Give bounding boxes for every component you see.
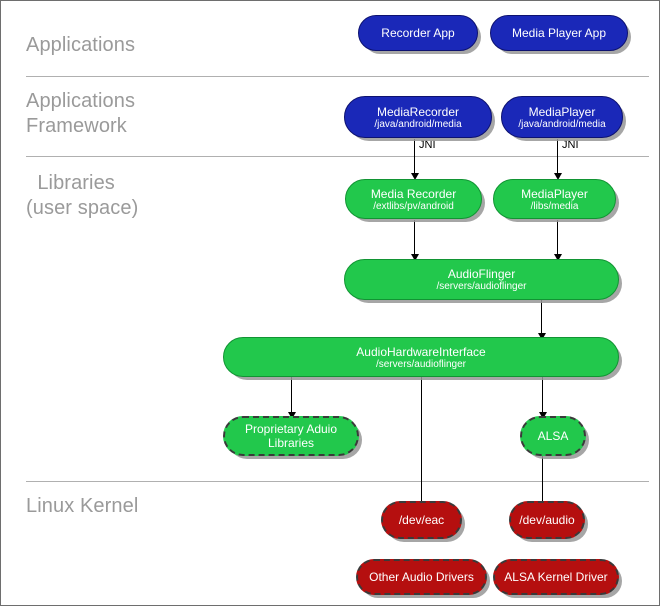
node-alsa-title: ALSA (537, 429, 569, 443)
node-media-recorder-lib[interactable]: Media Recorder /extlibs/pv/android (345, 179, 482, 219)
node-proprietary-audio-libs[interactable]: Proprietary Aduio Libraries (223, 416, 359, 456)
node-mediaplayer-lib[interactable]: MediaPlayer /libs/media (493, 179, 616, 219)
arrowhead-media-recorder-lib (411, 173, 419, 180)
node-audioflinger[interactable]: AudioFlinger /servers/audioflinger (344, 259, 619, 300)
node-dev-eac-title: /dev/eac (398, 513, 445, 527)
node-alsa-kernel-driver-title: ALSA Kernel Driver (504, 570, 608, 584)
arrowhead-mediaplayer-lib (554, 173, 562, 180)
connector-ahi-to-proprietary-audio-libs (291, 377, 292, 415)
divider-applications-framework (26, 156, 649, 157)
node-mediaplayer-lib-title: MediaPlayer (521, 186, 588, 201)
node-media-player-app[interactable]: Media Player App (490, 15, 628, 51)
node-other-audio-drivers-title: Other Audio Drivers (369, 570, 474, 584)
node-mediaplayer-lib-path: /libs/media (530, 200, 579, 212)
node-mediaplayer-framework-path: /java/android/media (518, 118, 606, 130)
node-audioflinger-title: AudioFlinger (447, 267, 516, 281)
connector-mediarecorder-to-media-recorder-lib (414, 139, 415, 176)
node-mediarecorder-framework-title: MediaRecorder (376, 104, 460, 119)
jni-label-left: JNI (419, 139, 436, 151)
node-audiohardwareinterface-title: AudioHardwareInterface (356, 344, 486, 359)
node-proprietary-audio-libs-title: Proprietary Aduio (244, 422, 338, 436)
node-dev-eac[interactable]: /dev/eac (381, 501, 462, 539)
connector-mediaplayer-to-mediaplayer-lib (557, 139, 558, 176)
node-mediaplayer-framework-title: MediaPlayer (528, 104, 596, 119)
node-audioflinger-path: /servers/audioflinger (436, 281, 527, 292)
node-dev-audio-title: /dev/audio (519, 513, 575, 527)
divider-linux-kernel (26, 481, 649, 482)
connector-audioflinger-to-audiohardwareinterface (541, 300, 542, 336)
layer-label-applications: Applications (26, 34, 136, 56)
arrowhead-audioflinger-right (554, 254, 562, 261)
layer-label-libraries: Libraries (user space) (26, 172, 139, 219)
node-proprietary-audio-libs-title-line2: Libraries (267, 436, 315, 450)
connector-alsa-to-dev-audio (542, 456, 543, 511)
connector-mediaplayer-lib-to-audioflinger (557, 220, 558, 257)
node-media-recorder-lib-path: /extlibs/pv/android (373, 200, 454, 212)
node-recorder-app[interactable]: Recorder App (358, 15, 478, 51)
node-alsa-kernel-driver[interactable]: ALSA Kernel Driver (493, 559, 619, 595)
layer-label-applications-framework: Applications Framework (26, 90, 136, 137)
layer-label-linux-kernel: Linux Kernel (26, 495, 139, 517)
node-media-recorder-lib-title: Media Recorder (370, 186, 457, 201)
node-audiohardwareinterface[interactable]: AudioHardwareInterface /servers/audiofli… (223, 337, 619, 377)
connector-media-recorder-lib-to-audioflinger (414, 220, 415, 257)
jni-label-right: JNI (562, 139, 579, 151)
node-mediaplayer-framework[interactable]: MediaPlayer /java/android/media (501, 96, 623, 138)
node-dev-audio[interactable]: /dev/audio (509, 501, 585, 539)
node-audiohardwareinterface-path: /servers/audioflinger (375, 358, 467, 370)
node-mediarecorder-framework-path: /java/android/media (374, 118, 462, 130)
connector-ahi-to-alsa (542, 377, 543, 415)
node-mediarecorder-framework[interactable]: MediaRecorder /java/android/media (344, 96, 492, 138)
node-recorder-app-title: Recorder App (381, 26, 455, 40)
node-other-audio-drivers[interactable]: Other Audio Drivers (356, 559, 487, 595)
divider-applications (26, 76, 649, 77)
connector-ahi-to-dev-eac (421, 377, 422, 511)
node-alsa[interactable]: ALSA (520, 416, 586, 456)
arrowhead-audioflinger-left (411, 254, 419, 261)
node-media-player-app-title: Media Player App (511, 26, 607, 40)
